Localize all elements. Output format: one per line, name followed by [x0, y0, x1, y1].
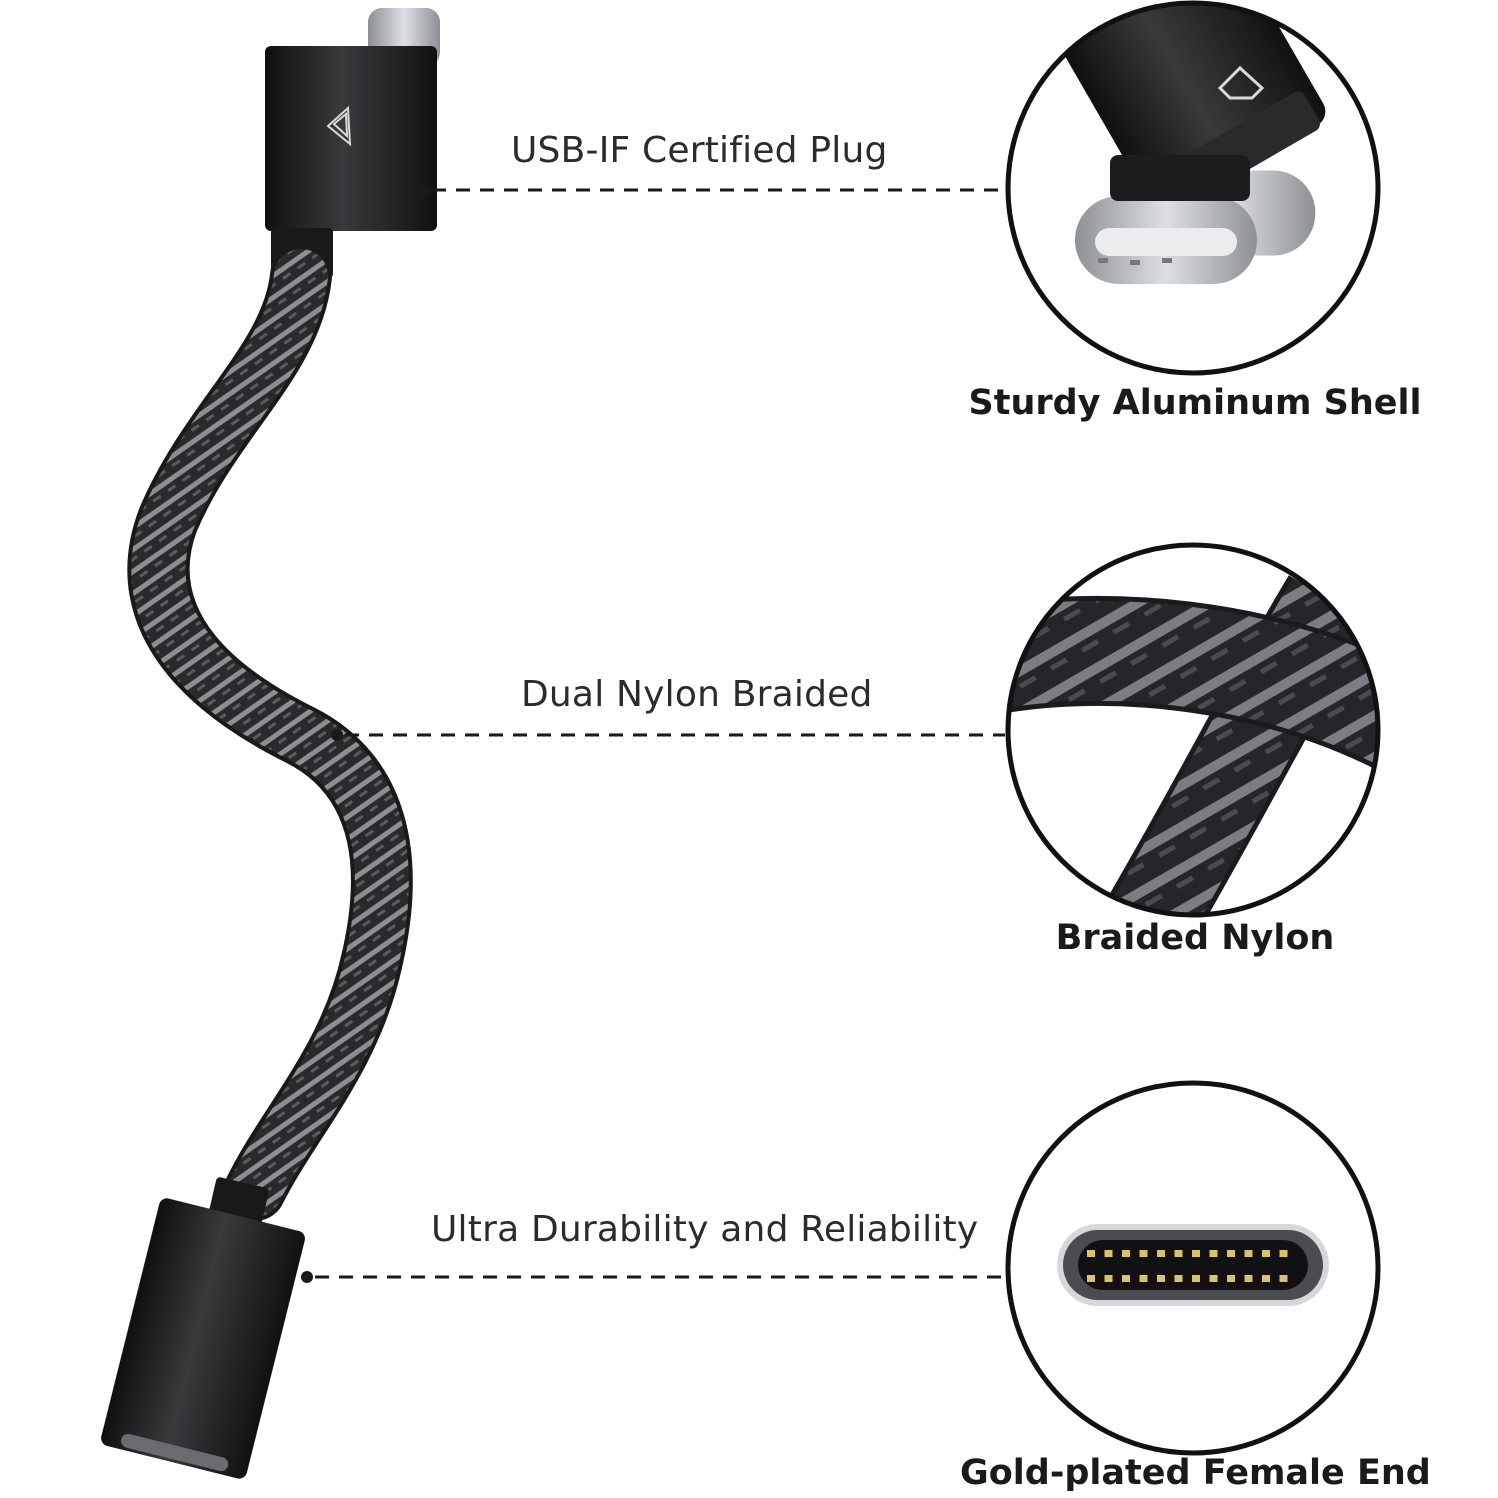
gold-pin — [1122, 1250, 1130, 1257]
usb-c-port-closeup-icon — [1057, 1224, 1329, 1306]
gold-pin — [1227, 1250, 1235, 1257]
female-end-housing — [101, 1198, 305, 1479]
gold-pin — [1262, 1250, 1270, 1257]
detail-circle-plug — [1005, 0, 1381, 376]
callout-line-1 — [418, 184, 1005, 196]
gold-pin — [1104, 1250, 1113, 1257]
callout-line-3 — [301, 1271, 1005, 1283]
gold-pin — [1279, 1275, 1288, 1282]
callout-line-2 — [331, 729, 1005, 741]
gold-pin — [1227, 1275, 1235, 1282]
gold-pin — [1157, 1275, 1165, 1282]
gold-pin — [1087, 1250, 1095, 1257]
gold-pin — [1262, 1275, 1270, 1282]
caption-female-end: Gold-plated Female End — [960, 1453, 1431, 1493]
gold-pin — [1209, 1250, 1218, 1257]
gold-pin — [1122, 1275, 1130, 1282]
gold-pin — [1192, 1250, 1200, 1257]
brand-logo-icon — [326, 105, 352, 147]
top-plug-housing — [265, 46, 437, 231]
callout-label-durability: Ultra Durability and Reliability — [431, 1209, 979, 1250]
gold-pin — [1157, 1250, 1165, 1257]
female-port-opening — [121, 1433, 229, 1472]
callout-label-plug: USB-IF Certified Plug — [511, 130, 888, 171]
gold-pin — [1139, 1250, 1148, 1257]
gold-pin — [1209, 1275, 1218, 1282]
gold-pin — [1174, 1250, 1183, 1257]
callout-label-braided: Dual Nylon Braided — [521, 674, 873, 715]
gold-pin — [1279, 1250, 1288, 1257]
caption-aluminum-shell: Sturdy Aluminum Shell — [968, 383, 1422, 423]
gold-pin — [1244, 1275, 1253, 1282]
caption-braided-nylon: Braided Nylon — [1055, 918, 1335, 958]
gold-pin — [1192, 1275, 1200, 1282]
gold-pin — [1139, 1275, 1148, 1282]
detail-circle-braid — [1005, 542, 1381, 918]
gold-pin — [1104, 1275, 1113, 1282]
cable-product — [101, 8, 440, 1479]
detail-circle-port — [1005, 1080, 1381, 1456]
gold-pin — [1087, 1275, 1095, 1282]
gold-pin — [1174, 1275, 1183, 1282]
gold-pin — [1244, 1250, 1253, 1257]
